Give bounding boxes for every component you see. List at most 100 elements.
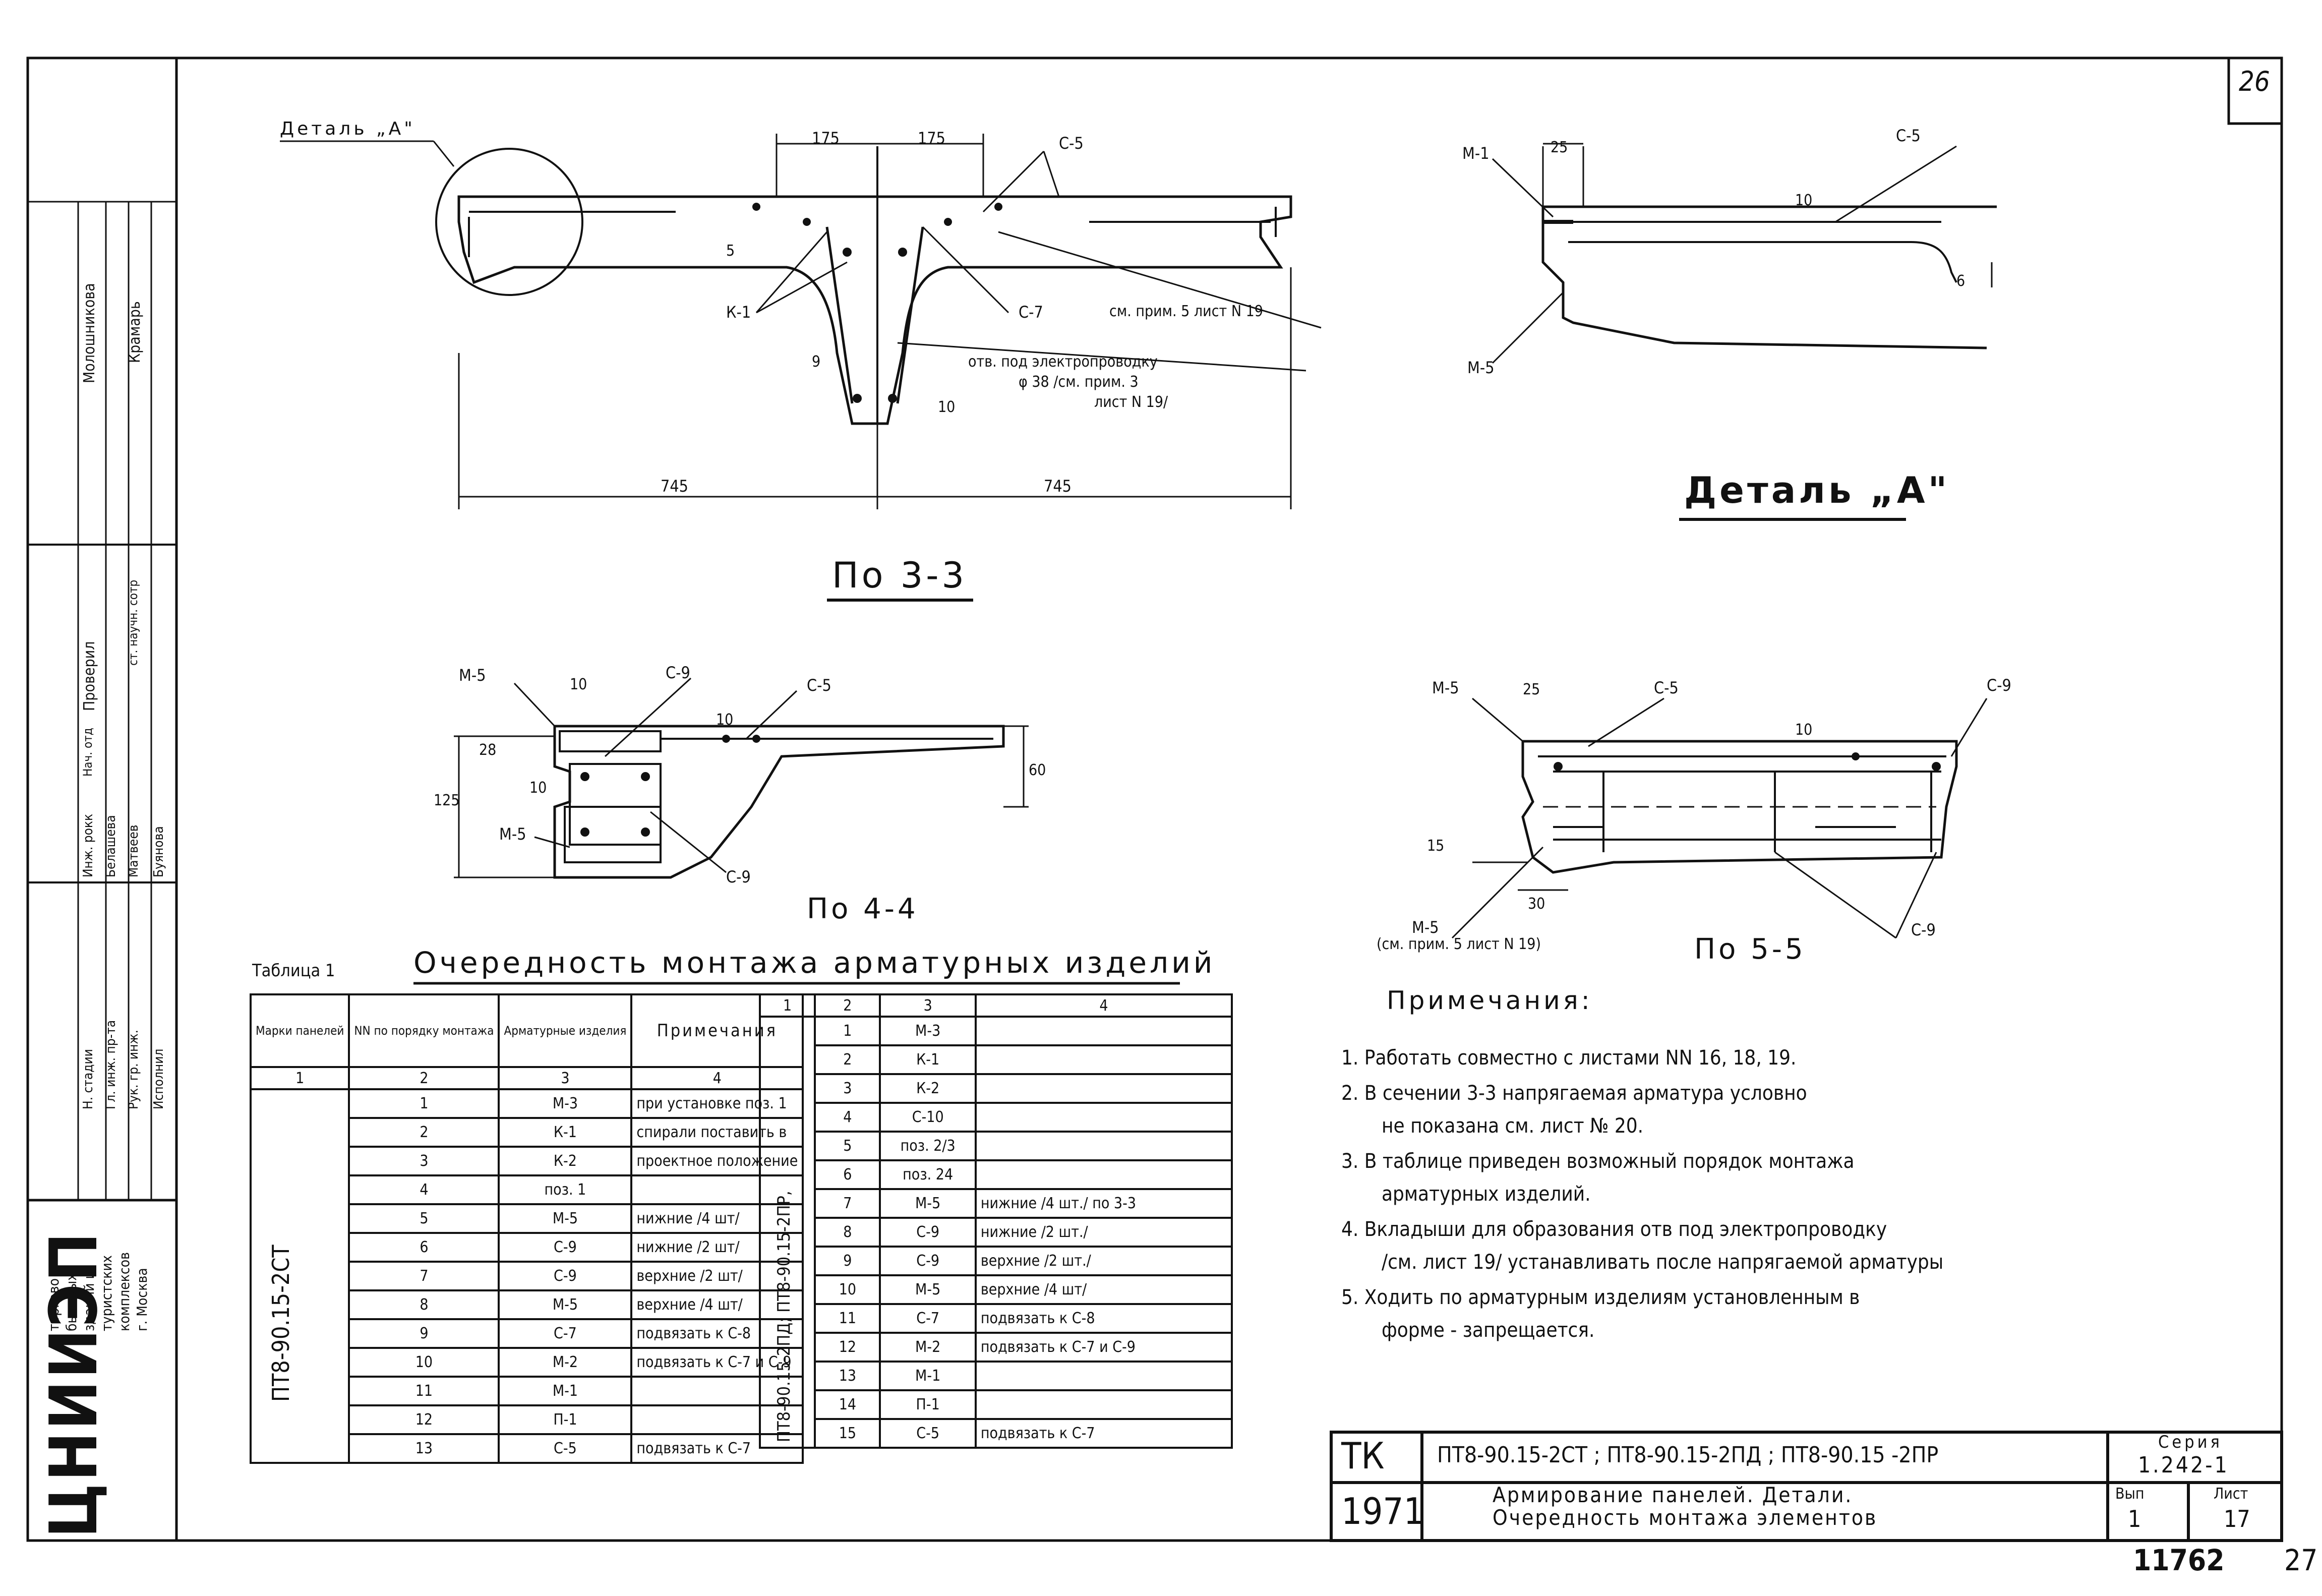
hdr-num-1: 1 (249, 1066, 350, 1090)
s55-dim-30: 30 (1528, 895, 1545, 913)
item-cell: С-9 (498, 1232, 633, 1263)
note-2: 2. В сечении 3-3 напрягаемая арматура ус… (1341, 1082, 1807, 1105)
note-4b: /см. лист 19/ устанавливать после напряг… (1382, 1251, 1944, 1274)
s55-dim-10: 10 (1795, 721, 1813, 739)
section-44-title: По 4-4 (807, 893, 919, 925)
label-k1: К-1 (726, 303, 751, 322)
left-stamp-grid (28, 201, 176, 1202)
s44-dim-10c: 10 (529, 779, 547, 797)
order-cell: 1 (348, 1088, 500, 1119)
item-cell: М-1 (498, 1376, 633, 1406)
item-cell: П-1 (879, 1389, 977, 1420)
item-cell: М-5 (498, 1203, 633, 1234)
detail-a-m1: М-1 (1462, 144, 1490, 163)
tb-list-label: Лист (2214, 1485, 2248, 1503)
item-cell: поз. 1 (498, 1174, 633, 1205)
order-cell: 11 (814, 1303, 881, 1334)
note-cell (974, 1159, 1233, 1190)
section-55-title: По 5-5 (1694, 933, 1806, 966)
tb-list: 17 (2224, 1505, 2250, 1532)
order-cell: 15 (814, 1418, 881, 1449)
note-3b: арматурных изделий. (1382, 1183, 1591, 1206)
hdr-marks: Марки панелей (249, 993, 350, 1068)
table-left-mark: ПТ8-90.15-2СТ (267, 1245, 294, 1402)
item-cell: М-2 (498, 1347, 633, 1378)
s55-c9-bot: С-9 (1911, 920, 1936, 939)
order-cell: 12 (348, 1404, 500, 1435)
note-3: 3. В таблице приведен возможный порядок … (1341, 1150, 1855, 1173)
note-4: 4. Вкладыши для образования отв под элек… (1341, 1218, 1887, 1241)
item-cell: поз. 24 (879, 1159, 977, 1190)
hole-note-1: отв. под электропроводку (968, 353, 1158, 371)
tb-series-label: Серия (2158, 1432, 2223, 1452)
table-title: Очередность монтажа арматурных изделий (413, 945, 1216, 980)
hdr-order: NN по порядку монтажа (348, 993, 500, 1068)
assembly-table-left: Марки панелей NN по порядку монтажа Арма… (249, 993, 804, 1464)
item-cell: С-5 (498, 1433, 633, 1464)
note-cell (974, 1102, 1233, 1133)
order-cell: 7 (814, 1188, 881, 1219)
s44-c9-top: С-9 (666, 663, 690, 682)
order-cell: 10 (814, 1274, 881, 1305)
s55-dim-25: 25 (1523, 681, 1540, 698)
tb-title-2: Очередность монтажа элементов (1493, 1505, 1878, 1530)
dim-745-left: 745 (661, 477, 688, 496)
tb-marks: ПТ8-90.15-2СТ ; ПТ8-90.15-2ПД ; ПТ8-90.1… (1437, 1442, 1939, 1468)
detail-a-m5: М-5 (1467, 358, 1495, 377)
item-cell: М-3 (498, 1088, 633, 1119)
order-cell: 4 (348, 1174, 500, 1205)
order-cell: 2 (814, 1044, 881, 1075)
label-c7: С-7 (1019, 303, 1043, 322)
rhdr-num-1: 1 (758, 993, 816, 1018)
order-cell: 3 (814, 1073, 881, 1104)
item-cell: П-1 (498, 1404, 633, 1435)
hole-note-2: φ 38 /см. прим. 3 (1019, 373, 1139, 391)
detail-a-dim-25: 25 (1551, 139, 1568, 156)
item-cell: К-2 (879, 1073, 977, 1104)
tb-vyp: 1 (2128, 1505, 2141, 1532)
item-cell: М-5 (879, 1188, 977, 1219)
item-cell: М-1 (879, 1361, 977, 1391)
note-cell: нижние /4 шт./ по 3-3 (974, 1188, 1233, 1219)
s55-c9-top: С-9 (1987, 676, 2011, 695)
archive-number: 11762 (2133, 1543, 2225, 1577)
detail-a-title: Деталь „А" (1684, 469, 1950, 511)
order-cell: 5 (814, 1131, 881, 1161)
order-cell: 2 (348, 1117, 500, 1148)
corner-mark: 27 (2284, 1543, 2318, 1577)
note-1: 1. Работать совместно с листами NN 16, 1… (1341, 1046, 1797, 1070)
s55-m5-bot: М-5 (1412, 918, 1439, 937)
s55-c5: С-5 (1654, 678, 1679, 697)
note-cell: подвязать к С-7 и С-9 (974, 1332, 1233, 1363)
item-cell: С-9 (879, 1217, 977, 1248)
rhdr-num-4: 4 (974, 993, 1233, 1018)
order-cell: 5 (348, 1203, 500, 1234)
order-cell: 3 (348, 1146, 500, 1176)
s44-dim-125: 125 (434, 792, 460, 809)
order-cell: 13 (348, 1433, 500, 1464)
notes-title: Примечания: (1387, 986, 1593, 1015)
note-cell: верхние /4 шт/ (974, 1274, 1233, 1305)
item-cell: С-7 (498, 1318, 633, 1349)
label-c5: С-5 (1059, 134, 1084, 153)
tb-year: 1971 (1341, 1490, 1424, 1532)
item-cell: К-1 (498, 1117, 633, 1148)
item-cell: С-9 (498, 1261, 633, 1291)
note-cell: подвязать к С-7 (974, 1418, 1233, 1449)
